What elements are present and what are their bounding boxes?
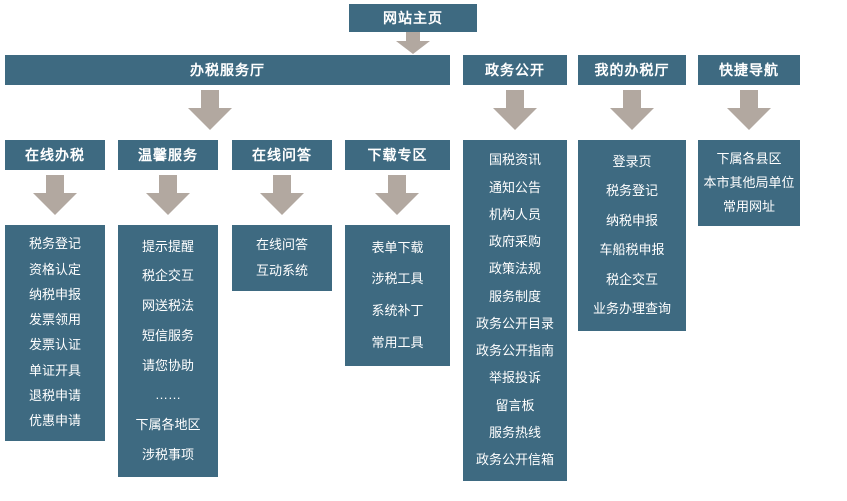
arrow-down-icon	[188, 90, 232, 130]
arrow-stem	[46, 175, 64, 193]
list-item[interactable]: 政务公开指南	[475, 343, 554, 359]
list-item[interactable]: 下属各地区	[135, 417, 201, 433]
list-warm-service-items: 提示提醒税企交互网送税法短信服务请您协助 …… 下属各地区涉税事项	[118, 225, 218, 477]
arrow-stem	[159, 175, 177, 193]
arrow-down-icon	[727, 90, 771, 130]
list-item[interactable]: 车船税申报	[599, 242, 665, 258]
list-item[interactable]: 下属各县区	[716, 150, 782, 166]
list-item[interactable]: 政府采购	[488, 234, 541, 250]
arrow-stem	[273, 175, 291, 193]
node-gov-disclosure[interactable]: 政务公开	[463, 55, 567, 85]
list-item[interactable]: 在线问答	[255, 236, 308, 252]
list-item[interactable]: 资格认定	[28, 261, 81, 277]
list-gov-disclosure-items: 国税资讯通知公告机构人员政府采购政策法规服务制度政务公开目录政务公开指南举报投诉…	[463, 140, 567, 481]
list-item[interactable]: 政务公开目录	[475, 315, 554, 331]
node-site-home[interactable]: 网站主页	[349, 4, 477, 32]
list-item[interactable]: 发票领用	[28, 312, 81, 328]
arrow-stem	[406, 32, 420, 41]
node-quick-nav[interactable]: 快捷导航	[698, 55, 800, 85]
list-item[interactable]: 政务公开信箱	[475, 452, 554, 468]
list-item[interactable]: 留言板	[495, 397, 535, 413]
list-item[interactable]: 税务登记	[605, 183, 658, 199]
list-item[interactable]: 登录页	[612, 153, 652, 169]
arrow-head	[146, 193, 190, 215]
list-item[interactable]: 涉税事项	[141, 446, 194, 462]
list-item[interactable]: 短信服务	[141, 327, 194, 343]
arrow-down-icon	[493, 90, 537, 130]
arrow-head	[375, 193, 419, 215]
list-item[interactable]: 纳税申报	[28, 286, 81, 302]
list-item[interactable]: 通知公告	[488, 179, 541, 195]
arrow-down-icon	[260, 175, 304, 215]
arrow-head	[33, 193, 77, 215]
list-quick-nav-items: 下属各县区本市其他局单位常用网址	[698, 140, 800, 226]
list-item[interactable]: 机构人员	[488, 206, 541, 222]
arrow-head	[260, 193, 304, 215]
arrow-down-icon	[146, 175, 190, 215]
list-item[interactable]: 优惠申请	[28, 413, 81, 429]
list-item[interactable]: 常用网址	[722, 198, 775, 214]
list-item[interactable]: 税企交互	[605, 271, 658, 287]
node-my-tax-hall[interactable]: 我的办税厅	[578, 55, 686, 85]
node-warm-service[interactable]: 温馨服务	[118, 140, 218, 170]
list-item[interactable]: 退税申请	[28, 387, 81, 403]
list-item[interactable]: 请您协助	[141, 357, 194, 373]
arrow-head	[610, 108, 654, 130]
list-item[interactable]: 本市其他局单位	[703, 174, 795, 190]
list-online-tax-items: 税务登记资格认定纳税申报发票领用发票认证单证开具退税申请优惠申请	[5, 225, 105, 441]
node-tax-service-hall[interactable]: 办税服务厅	[5, 55, 450, 85]
arrow-head	[727, 108, 771, 130]
list-item[interactable]: 税企交互	[141, 268, 194, 284]
arrow-head	[396, 41, 430, 54]
list-item[interactable]: ……	[155, 387, 181, 403]
list-item[interactable]: 提示提醒	[141, 238, 194, 254]
list-item[interactable]: 网送税法	[141, 298, 194, 314]
list-item[interactable]: 发票认证	[28, 337, 81, 353]
list-item[interactable]: 表单下载	[371, 239, 424, 255]
arrow-down-icon	[610, 90, 654, 130]
arrow-down-icon	[33, 175, 77, 215]
list-item[interactable]: 服务制度	[488, 288, 541, 304]
arrow-head	[188, 108, 232, 130]
list-item[interactable]: 业务办理查询	[592, 301, 671, 317]
arrow-stem	[506, 90, 524, 108]
arrow-down-icon	[375, 175, 419, 215]
list-item[interactable]: 常用工具	[371, 334, 424, 350]
list-item[interactable]: 单证开具	[28, 362, 81, 378]
list-item[interactable]: 服务热线	[488, 424, 541, 440]
arrow-stem	[740, 90, 758, 108]
list-item[interactable]: 纳税申报	[605, 212, 658, 228]
list-item[interactable]: 涉税工具	[371, 271, 424, 287]
arrow-head	[493, 108, 537, 130]
list-item[interactable]: 政策法规	[488, 261, 541, 277]
list-item[interactable]: 国税资讯	[488, 152, 541, 168]
list-item[interactable]: 举报投诉	[488, 370, 541, 386]
list-item[interactable]: 系统补丁	[371, 303, 424, 319]
list-download-zone-items: 表单下载涉税工具系统补丁常用工具	[345, 225, 450, 366]
list-item[interactable]: 互动系统	[255, 262, 308, 278]
arrow-down-icon	[396, 32, 430, 54]
list-online-qa-items: 在线问答互动系统	[232, 225, 332, 291]
list-my-tax-hall-items: 登录页税务登记纳税申报车船税申报税企交互业务办理查询	[578, 140, 686, 331]
list-item[interactable]: 税务登记	[28, 236, 81, 252]
node-online-tax[interactable]: 在线办税	[5, 140, 105, 170]
node-online-qa[interactable]: 在线问答	[232, 140, 332, 170]
arrow-stem	[201, 90, 219, 108]
node-download-zone[interactable]: 下载专区	[345, 140, 450, 170]
arrow-stem	[623, 90, 641, 108]
arrow-stem	[388, 175, 406, 193]
